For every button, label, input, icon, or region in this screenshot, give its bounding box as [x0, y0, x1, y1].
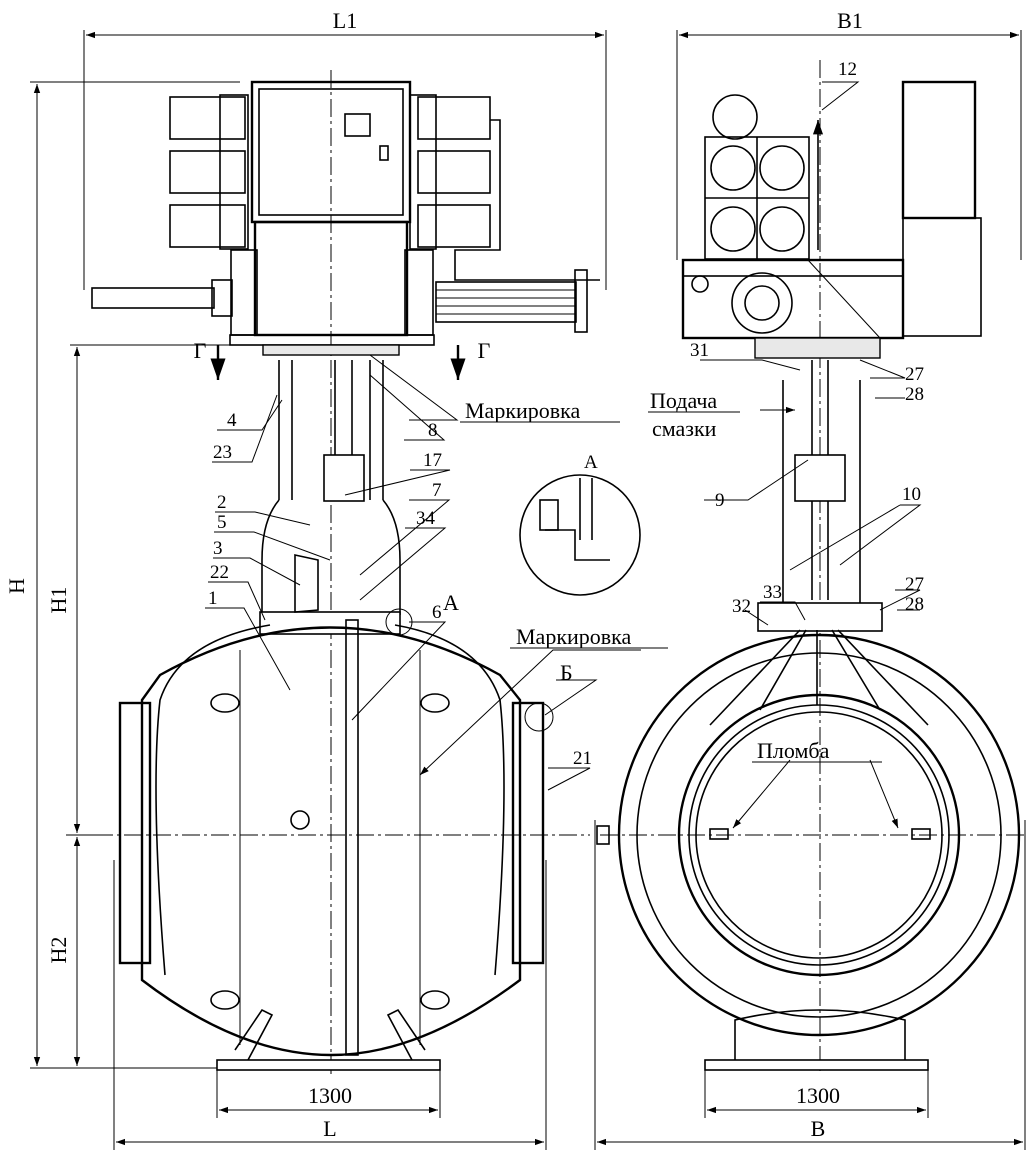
callout-17: 17	[423, 450, 442, 471]
dim-l: L	[323, 1116, 336, 1141]
callout-33: 33	[763, 582, 782, 603]
callout-6: 6	[432, 602, 442, 623]
callout-10: 10	[902, 484, 921, 505]
detail-a-inset	[519, 474, 641, 596]
detail-b-mark: Б	[560, 660, 573, 685]
callout-12: 12	[838, 59, 857, 80]
section-mark-left: Г	[194, 338, 207, 363]
dim-l1: L1	[333, 8, 357, 33]
callout-2: 2	[217, 492, 227, 513]
annotations: Маркировка Маркировка Подача смазки Плом…	[460, 388, 882, 763]
dimension-lines	[30, 30, 1026, 1150]
callout-5: 5	[217, 512, 227, 533]
dim-b1: B1	[837, 8, 863, 33]
valve-body	[140, 626, 522, 1057]
detail-a-label: А	[584, 452, 598, 473]
callout-28-top: 28	[905, 384, 924, 405]
front-view	[91, 80, 600, 1071]
callout-34: 34	[416, 508, 436, 529]
marking-top-label: Маркировка	[465, 398, 581, 423]
dim-h: H	[4, 578, 29, 594]
callout-22: 22	[210, 562, 229, 583]
actuator-cylinders-right	[409, 94, 600, 281]
seal-label: Пломба	[757, 738, 830, 763]
callout-9: 9	[715, 490, 725, 511]
callout-8: 8	[428, 420, 438, 441]
gas-tanks	[704, 94, 810, 260]
callout-23: 23	[213, 442, 232, 463]
dim-b: B	[811, 1116, 826, 1141]
nameplate-icon	[344, 113, 371, 137]
callout-21: 21	[573, 748, 592, 769]
side-view	[519, 80, 1021, 1071]
lubrication-label-2: смазки	[652, 416, 717, 441]
callout-27-top: 27	[905, 364, 924, 385]
detail-a-mark: А	[443, 590, 459, 615]
callout-31: 31	[690, 340, 709, 361]
callout-1: 1	[208, 588, 218, 609]
leader-lines	[205, 81, 922, 829]
callout-28-bottom: 28	[905, 594, 924, 615]
callout-3: 3	[213, 538, 223, 559]
dim-width-front: 1300	[308, 1083, 352, 1108]
callout-32: 32	[732, 596, 751, 617]
callout-27-bottom: 27	[905, 574, 924, 595]
dim-width-side: 1300	[796, 1083, 840, 1108]
dim-h1: H1	[46, 587, 71, 614]
view-labels: А А Б	[443, 452, 598, 685]
callout-7: 7	[432, 480, 442, 501]
dim-h2: H2	[46, 937, 71, 964]
lubrication-label-1: Подача	[650, 388, 717, 413]
callout-numbers: 4 23 2 5 3 22 1 8 17 7 34 6 21 12 31 27 …	[208, 59, 924, 769]
actuator-cylinders-left	[169, 94, 249, 250]
callout-4: 4	[227, 410, 237, 431]
dimension-labels: L1 B1 H H1 H2 1300 L 1300 B Г Г	[4, 8, 863, 1141]
marking-body-label: Маркировка	[516, 624, 632, 649]
section-mark-right: Г	[478, 338, 491, 363]
valve-ring-outer	[617, 633, 1021, 1037]
